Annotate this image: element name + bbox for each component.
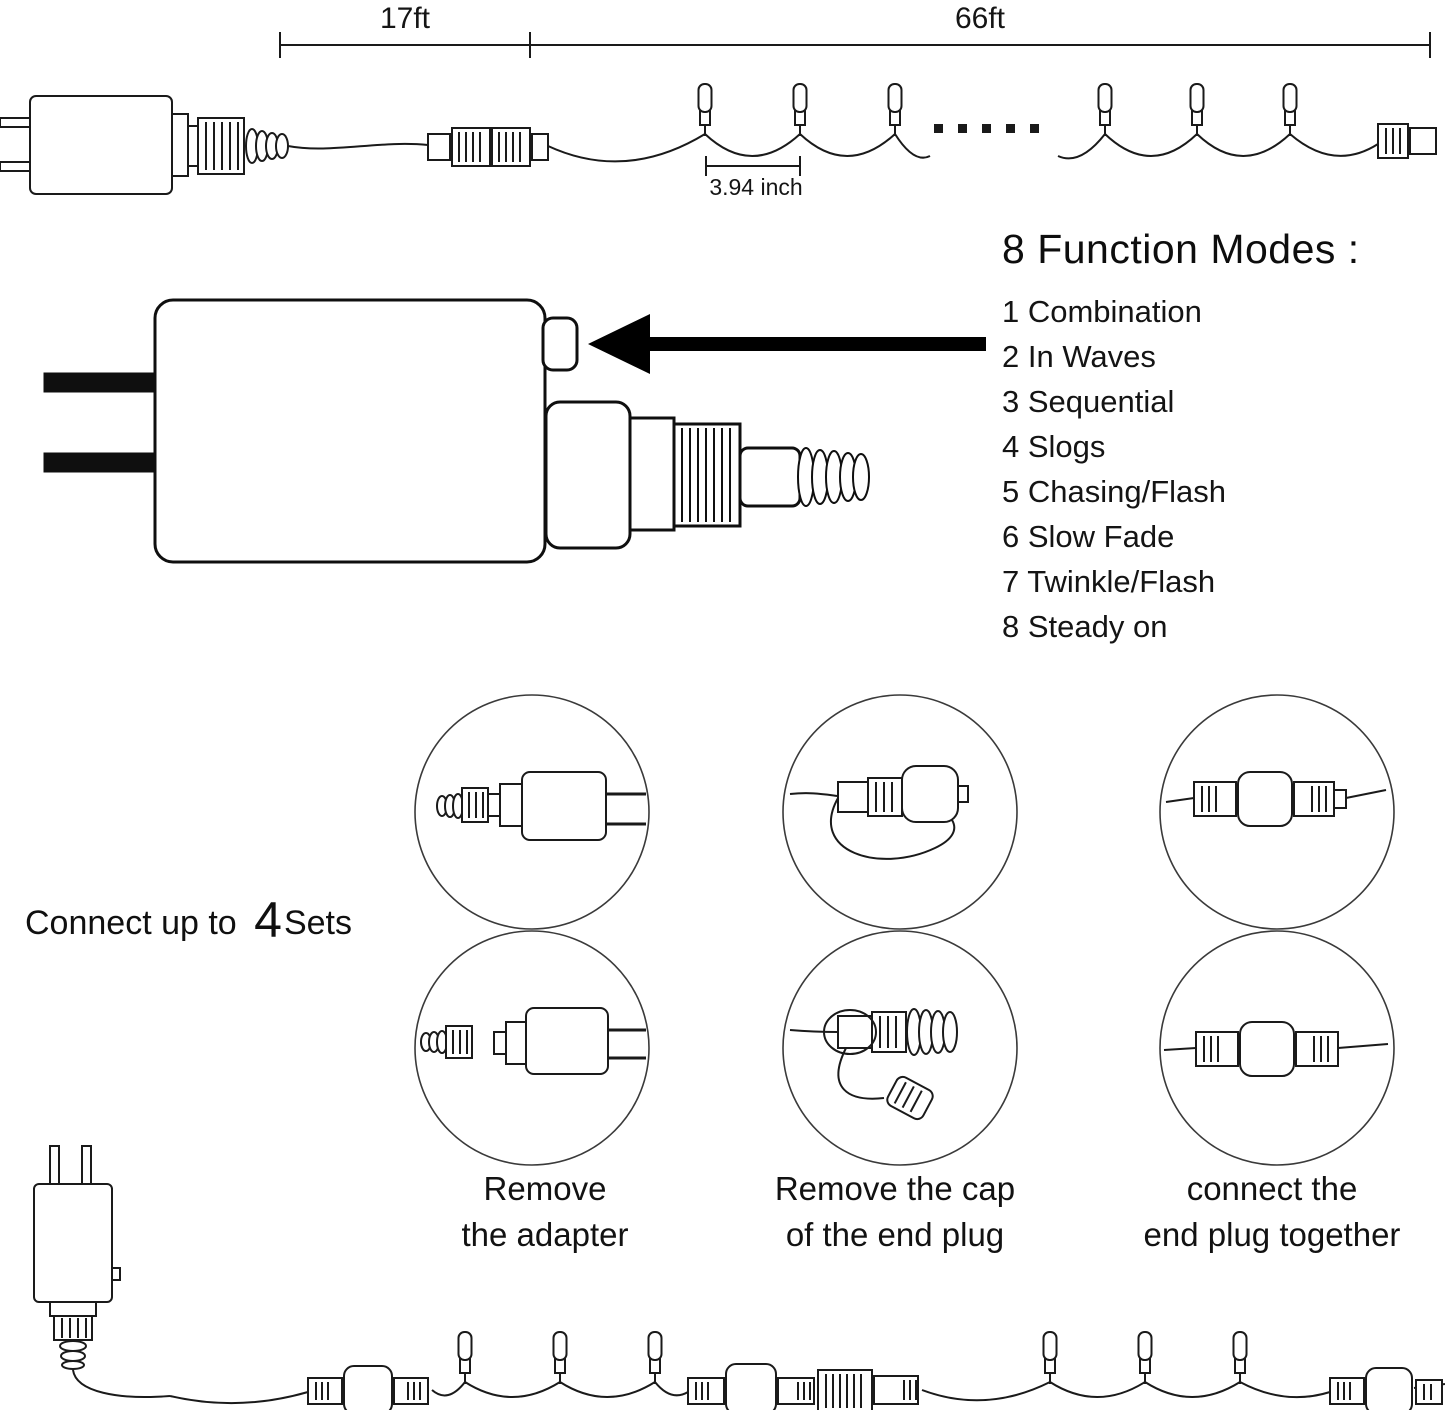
bottom-connector-3 [1329, 1367, 1443, 1410]
dimension-lines [279, 32, 1431, 58]
string-lights-wire [547, 132, 1379, 163]
mode-item: 1 Combination [1002, 294, 1202, 329]
function-modes-panel: 8 Function Modes : 1 Combination 2 In Wa… [1002, 226, 1432, 649]
light-bulb [1097, 83, 1113, 137]
inline-connector-drawing [427, 127, 549, 167]
step1-caption-line1: Remove [483, 1170, 607, 1207]
light-bulb [792, 83, 808, 137]
step1-caption-line2: the adapter [461, 1216, 629, 1253]
step3-caption: connect the end plug together [1100, 1166, 1444, 1258]
end-plug-drawing [1377, 123, 1437, 159]
mode-item: 5 Chasing/Flash [1002, 474, 1227, 509]
step-circle-3 [1159, 694, 1395, 930]
light-bulb [552, 1331, 568, 1385]
connect-prefix: Connect up to [25, 904, 247, 942]
bottom-connector-1 [307, 1365, 429, 1410]
light-bulb [647, 1331, 663, 1385]
step2-caption-line2: of the end plug [785, 1216, 1005, 1253]
light-bulb [1042, 1331, 1058, 1385]
light-bulb [697, 83, 713, 137]
dim-label-66ft: 66ft [954, 2, 1006, 35]
top-power-adapter-drawing [0, 95, 429, 195]
step3-connect-plugs-drawing [1165, 771, 1387, 827]
step3-caption-line2: end plug together [1143, 1216, 1401, 1253]
light-bulb [1137, 1331, 1153, 1385]
step-circles [414, 694, 1395, 1166]
step2-caption-line1: Remove the cap [774, 1170, 1016, 1207]
bottom-connector-2 [687, 1363, 919, 1410]
function-modes-title: 8 Function Modes : [1002, 226, 1360, 272]
step-circle-4 [414, 930, 650, 1166]
step4-adapter-detached-drawing [420, 1007, 646, 1075]
step2-endplug-cap-drawing [789, 765, 969, 860]
mode-item: 2 In Waves [1002, 339, 1156, 374]
light-bulb [1189, 83, 1205, 137]
dim-label-17ft: 17ft [379, 2, 431, 35]
connect-up-to-text: Connect up to 4Sets [25, 891, 352, 949]
bulb-spacing-label: 3.94 inch [709, 174, 803, 200]
step-circle-6 [1159, 930, 1395, 1166]
step5-cap-removed-drawing [789, 1008, 958, 1121]
step-circle-2 [782, 694, 1018, 930]
connect-suffix: Sets [283, 904, 353, 942]
step3-caption-line1: connect the [1186, 1170, 1358, 1207]
step1-caption: Remove the adapter [415, 1166, 675, 1258]
connect-count: 4 [254, 892, 282, 948]
bottom-adapter-drawing [33, 1145, 171, 1398]
mode-item: 3 Sequential [1002, 384, 1175, 419]
mode-button-arrow [588, 314, 986, 374]
step2-caption: Remove the cap of the end plug [745, 1166, 1045, 1258]
light-bulb [1282, 83, 1298, 137]
step-circle-1 [414, 694, 650, 930]
step1-adapter-attached-drawing [436, 771, 646, 841]
mode-item: 4 Slogs [1002, 429, 1106, 464]
adapter-large-drawing [43, 298, 870, 564]
bulb-spacing-bracket [705, 156, 801, 176]
step6-plugs-connected-drawing [1163, 1021, 1389, 1077]
light-bulb [1232, 1331, 1248, 1385]
mode-item: 8 Steady on [1002, 609, 1168, 644]
light-bulb [457, 1331, 473, 1385]
light-bulb [887, 83, 903, 137]
continuation-dots [934, 124, 1039, 133]
mode-item: 6 Slow Fade [1002, 519, 1175, 554]
step-circle-5 [782, 930, 1018, 1166]
mode-item: 7 Twinkle/Flash [1002, 564, 1216, 599]
